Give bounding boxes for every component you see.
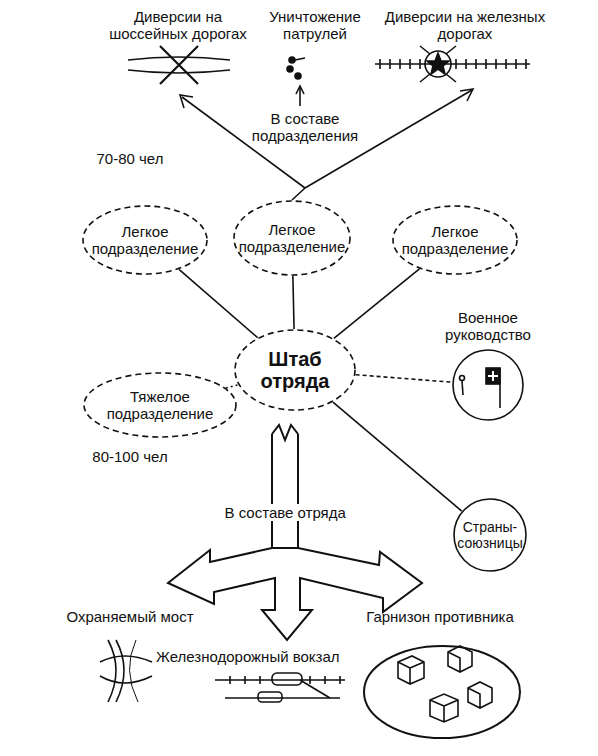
unit-ellipse: Тяжелое подразделение — [83, 372, 237, 438]
unit-ellipse: Легкое подразделение — [392, 205, 518, 275]
patrol-symbol — [287, 57, 305, 79]
unit-ellipse: Легкое подразделение — [233, 200, 351, 276]
task-arrows — [180, 89, 473, 200]
flag-symbol — [460, 368, 501, 408]
text-label: Диверсии на железных дорогах — [380, 8, 550, 42]
node-text: Военное руководство — [423, 309, 553, 343]
node-text: Легкое подразделение — [90, 223, 200, 257]
text-label: 70-80 чел — [75, 150, 185, 167]
garrison-symbol — [364, 646, 520, 738]
ellipse-outline — [452, 349, 524, 421]
text-label: Гарнизон противника — [340, 608, 540, 625]
small-arrow — [299, 88, 301, 106]
text-label: Железнодорожный вокзал — [156, 648, 340, 665]
node-text: Страны-союзницы — [455, 519, 525, 551]
unit-ellipse: Легкое подразделение — [82, 205, 208, 275]
connector-line — [356, 375, 453, 383]
connector-line — [333, 402, 462, 511]
connector-line — [293, 276, 294, 329]
node-text: Легкое подразделение — [400, 223, 510, 257]
text-label: В составе отряда — [225, 504, 346, 521]
text-label: В составе подразделения — [230, 110, 380, 144]
unit-ellipse: Штаб отряда — [234, 329, 356, 411]
connector-line — [179, 269, 258, 337]
cross-mark — [160, 46, 198, 84]
big-arrow — [168, 425, 422, 640]
connector-line — [226, 385, 238, 388]
unit-ellipse: Страны-союзницы — [453, 498, 527, 572]
railway-symbol — [375, 46, 530, 82]
text-label: Уничтожение патрулей — [255, 8, 375, 42]
node-text: Штаб отряда — [245, 348, 345, 392]
unit-ellipse: Военное руководство — [452, 349, 524, 421]
bridge-symbol — [100, 640, 152, 702]
text-label: 80-100 чел — [75, 448, 185, 465]
arrow-head — [296, 86, 304, 94]
connector-line — [334, 269, 420, 339]
text-label: Диверсии на шоссейных дорогах — [93, 8, 263, 42]
node-text: Легкое подразделение — [237, 221, 347, 255]
node-text: Тяжелое подразделение — [90, 388, 230, 422]
station-symbol — [215, 673, 345, 702]
text-label: Охраняемый мост — [50, 608, 210, 625]
